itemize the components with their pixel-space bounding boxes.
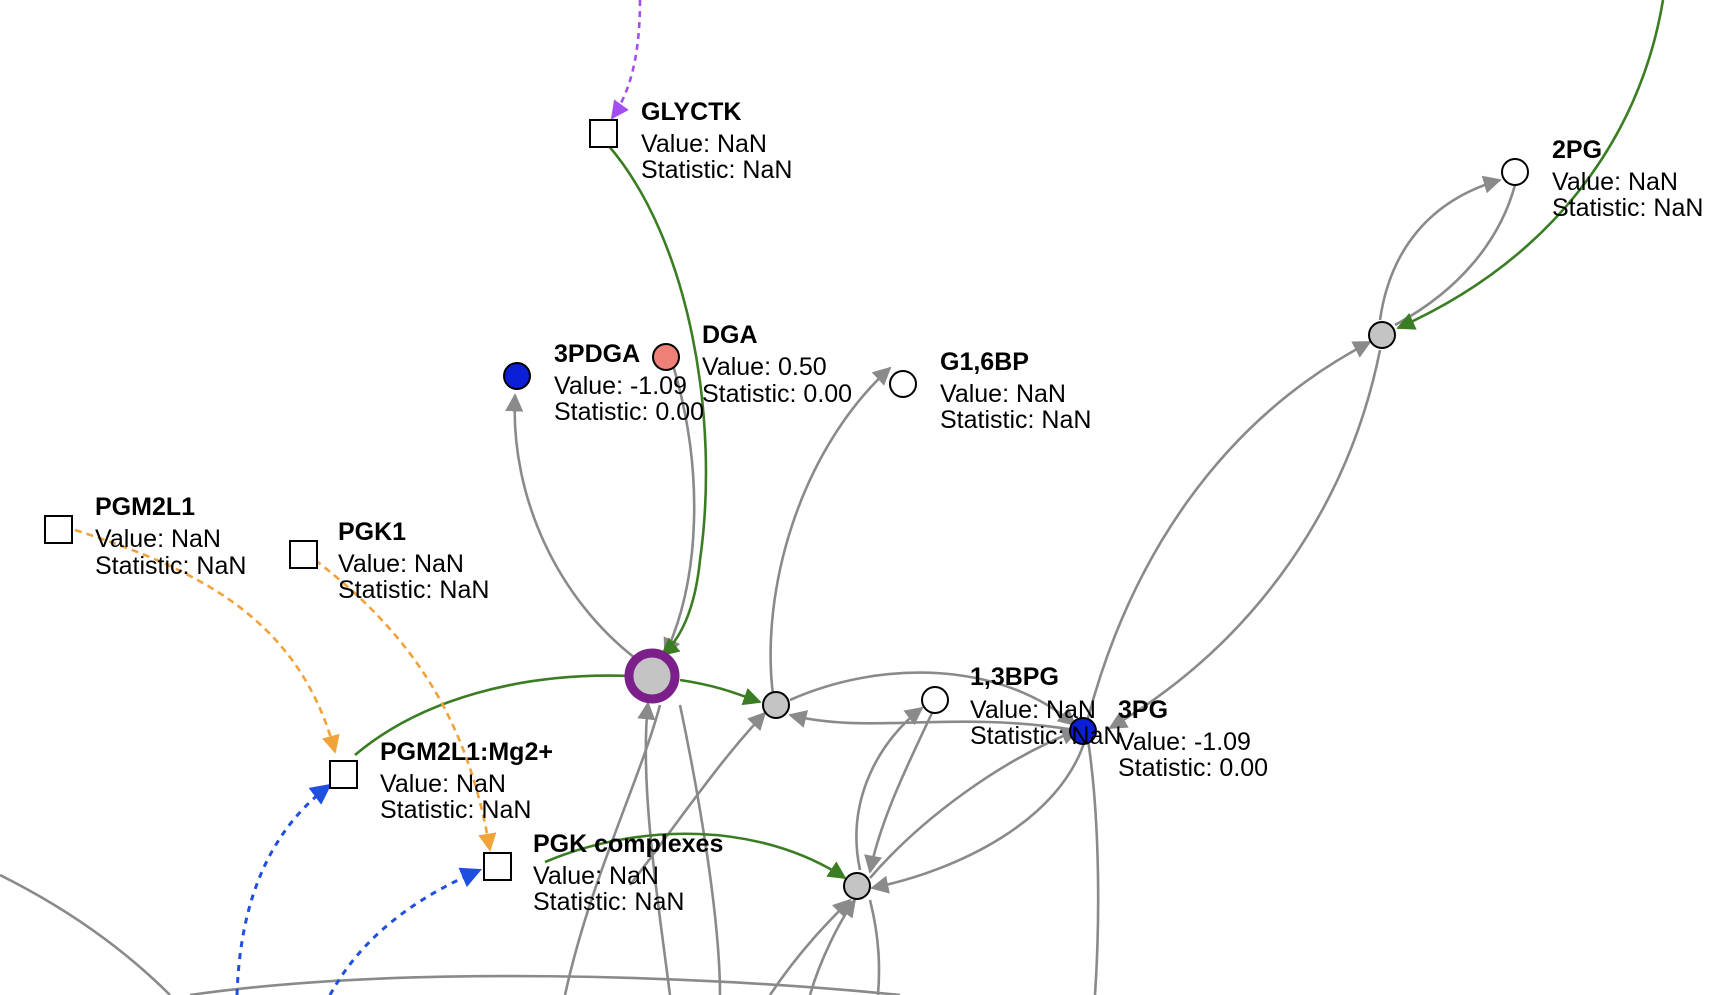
pgm2l1mg-node[interactable]	[329, 760, 358, 789]
g16bp-name: G1,6BP	[940, 348, 1029, 376]
pgk1-label: PGK1 Value: NaN Statistic: NaN	[338, 518, 489, 604]
2pg-value: Value: NaN	[1552, 168, 1678, 196]
edge-gray	[768, 898, 852, 995]
3pdga-name: 3PDGA	[554, 340, 640, 368]
edges	[0, 0, 1665, 995]
3pdga-node[interactable]	[503, 362, 531, 390]
edge-rxn3-to-2pg	[1378, 175, 1502, 321]
edge-3pg-to-rxn3	[1086, 340, 1372, 719]
glyctk-label: GLYCTK Value: NaN Statistic: NaN	[641, 98, 792, 184]
2pg-statistic: Statistic: NaN	[1552, 194, 1703, 222]
edge-blue-to-pgm2l1mg	[235, 783, 332, 995]
glyctk-statistic: Statistic: NaN	[641, 156, 792, 184]
pgk1-node[interactable]	[289, 540, 318, 569]
3pg-statistic: Statistic: 0.00	[1118, 754, 1268, 782]
dga-statistic: Statistic: 0.00	[702, 380, 852, 408]
dga-name: DGA	[702, 321, 758, 349]
pgm2l1-name: PGM2L1	[95, 493, 195, 521]
edge-glyctk-catalysis	[607, 144, 708, 657]
3pg-name: 3PG	[1118, 696, 1168, 724]
edge-hub-to-3pdga	[505, 393, 636, 660]
pgk1-name: PGK1	[338, 518, 406, 546]
labels: GLYCTK Value: NaN Statistic: NaN DGA Val…	[95, 98, 1703, 916]
g16bp-label: G1,6BP Value: NaN Statistic: NaN	[940, 348, 1091, 434]
g16bp-value: Value: NaN	[940, 380, 1066, 408]
edge-rxn1-to-g16bp	[769, 366, 892, 696]
edge-rxn2-to-3pg	[869, 727, 1080, 879]
edge-gray	[0, 873, 171, 995]
nodes	[44, 119, 1529, 900]
edge-rxn1-to-3pg	[789, 671, 1077, 727]
edge-pgk-catalysis	[544, 832, 847, 880]
hub-reaction-node[interactable]	[624, 648, 680, 704]
pgk-complexes-name: PGK complexes	[533, 830, 723, 858]
pgk1-value: Value: NaN	[338, 550, 464, 578]
edge-rxn3-to-3pg	[1108, 349, 1382, 730]
edge-hub-to-reaction	[679, 678, 762, 706]
1-3bpg-name: 1,3BPG	[970, 663, 1059, 691]
g16bp-statistic: Statistic: NaN	[940, 406, 1091, 434]
edge-gray	[1086, 739, 1100, 995]
glyctk-value: Value: NaN	[641, 130, 767, 158]
3pg-label: 3PG Value: -1.09 Statistic: 0.00	[1118, 696, 1268, 782]
edge-pgm2l1-to-complex	[74, 528, 340, 754]
dga-label: DGA Value: 0.50 Statistic: 0.00	[702, 321, 852, 408]
glyctk-node[interactable]	[589, 119, 618, 148]
pgm2l1-value: Value: NaN	[95, 525, 221, 553]
3pg-value: Value: -1.09	[1118, 728, 1251, 756]
3pdga-label: 3PDGA Value: -1.09 Statistic: 0.00	[554, 340, 704, 426]
dga-node[interactable]	[652, 343, 680, 371]
pgk-complexes-label: PGK complexes Value: NaN Statistic: NaN	[533, 830, 723, 916]
edge-gray	[189, 974, 901, 995]
edge-gray	[563, 704, 662, 995]
edge-2pg-to-rxn3	[1394, 184, 1517, 327]
edge-blue-to-pgk-complexes	[328, 867, 482, 995]
edge-2pg-catalysis	[1396, 0, 1665, 330]
pgm2l1-node[interactable]	[44, 515, 73, 544]
edge-dga-to-hub	[663, 361, 696, 657]
edge-gray	[678, 704, 722, 995]
dga-value: Value: 0.50	[702, 353, 827, 381]
glyctk-name: GLYCTK	[641, 98, 741, 126]
reaction-node[interactable]	[762, 691, 790, 719]
edge-gray	[628, 711, 767, 886]
1-3bpg-label: 1,3BPG Value: NaN Statistic: NaN	[970, 663, 1121, 750]
3pdga-statistic: Statistic: 0.00	[554, 398, 704, 426]
1-3bpg-value: Value: NaN	[970, 696, 1096, 724]
g16bp-node[interactable]	[889, 370, 917, 398]
pgm2l1-label: PGM2L1 Value: NaN Statistic: NaN	[95, 493, 246, 580]
pgm2l1mg-label: PGM2L1:Mg2+ Value: NaN Statistic: NaN	[380, 738, 553, 824]
pgk-complexes-value: Value: NaN	[533, 862, 659, 890]
pgk-complexes-node[interactable]	[483, 852, 512, 881]
pgm2l1mg-name: PGM2L1:Mg2+	[380, 738, 553, 766]
reaction-node[interactable]	[843, 872, 871, 900]
3pg-node[interactable]	[1069, 717, 1097, 745]
edge-gray	[808, 898, 857, 995]
edge-rxn2-to-1-3bpg	[855, 706, 924, 871]
pgm2l1-statistic: Statistic: NaN	[95, 552, 246, 580]
edge-pgm2l1mg-catalysis	[354, 674, 631, 756]
edge-purple-to-glyctk	[610, 0, 642, 120]
3pdga-value: Value: -1.09	[554, 372, 687, 400]
pgk-complexes-statistic: Statistic: NaN	[533, 888, 684, 916]
edge-gray	[868, 899, 881, 995]
reaction-node[interactable]	[1368, 321, 1396, 349]
edge-3pg-to-rxn2	[870, 739, 1087, 894]
2pg-name: 2PG	[1552, 136, 1602, 164]
pgm2l1mg-statistic: Statistic: NaN	[380, 796, 531, 824]
pgm2l1mg-value: Value: NaN	[380, 770, 506, 798]
2pg-node[interactable]	[1501, 158, 1529, 186]
pgk1-statistic: Statistic: NaN	[338, 576, 489, 604]
edge-pgk1-to-complex	[314, 558, 497, 852]
edge-1-3bpg-to-rxn2	[864, 712, 934, 874]
2pg-label: 2PG Value: NaN Statistic: NaN	[1552, 136, 1703, 222]
1-3bpg-statistic: Statistic: NaN	[970, 722, 1121, 750]
1-3bpg-node[interactable]	[921, 686, 949, 714]
